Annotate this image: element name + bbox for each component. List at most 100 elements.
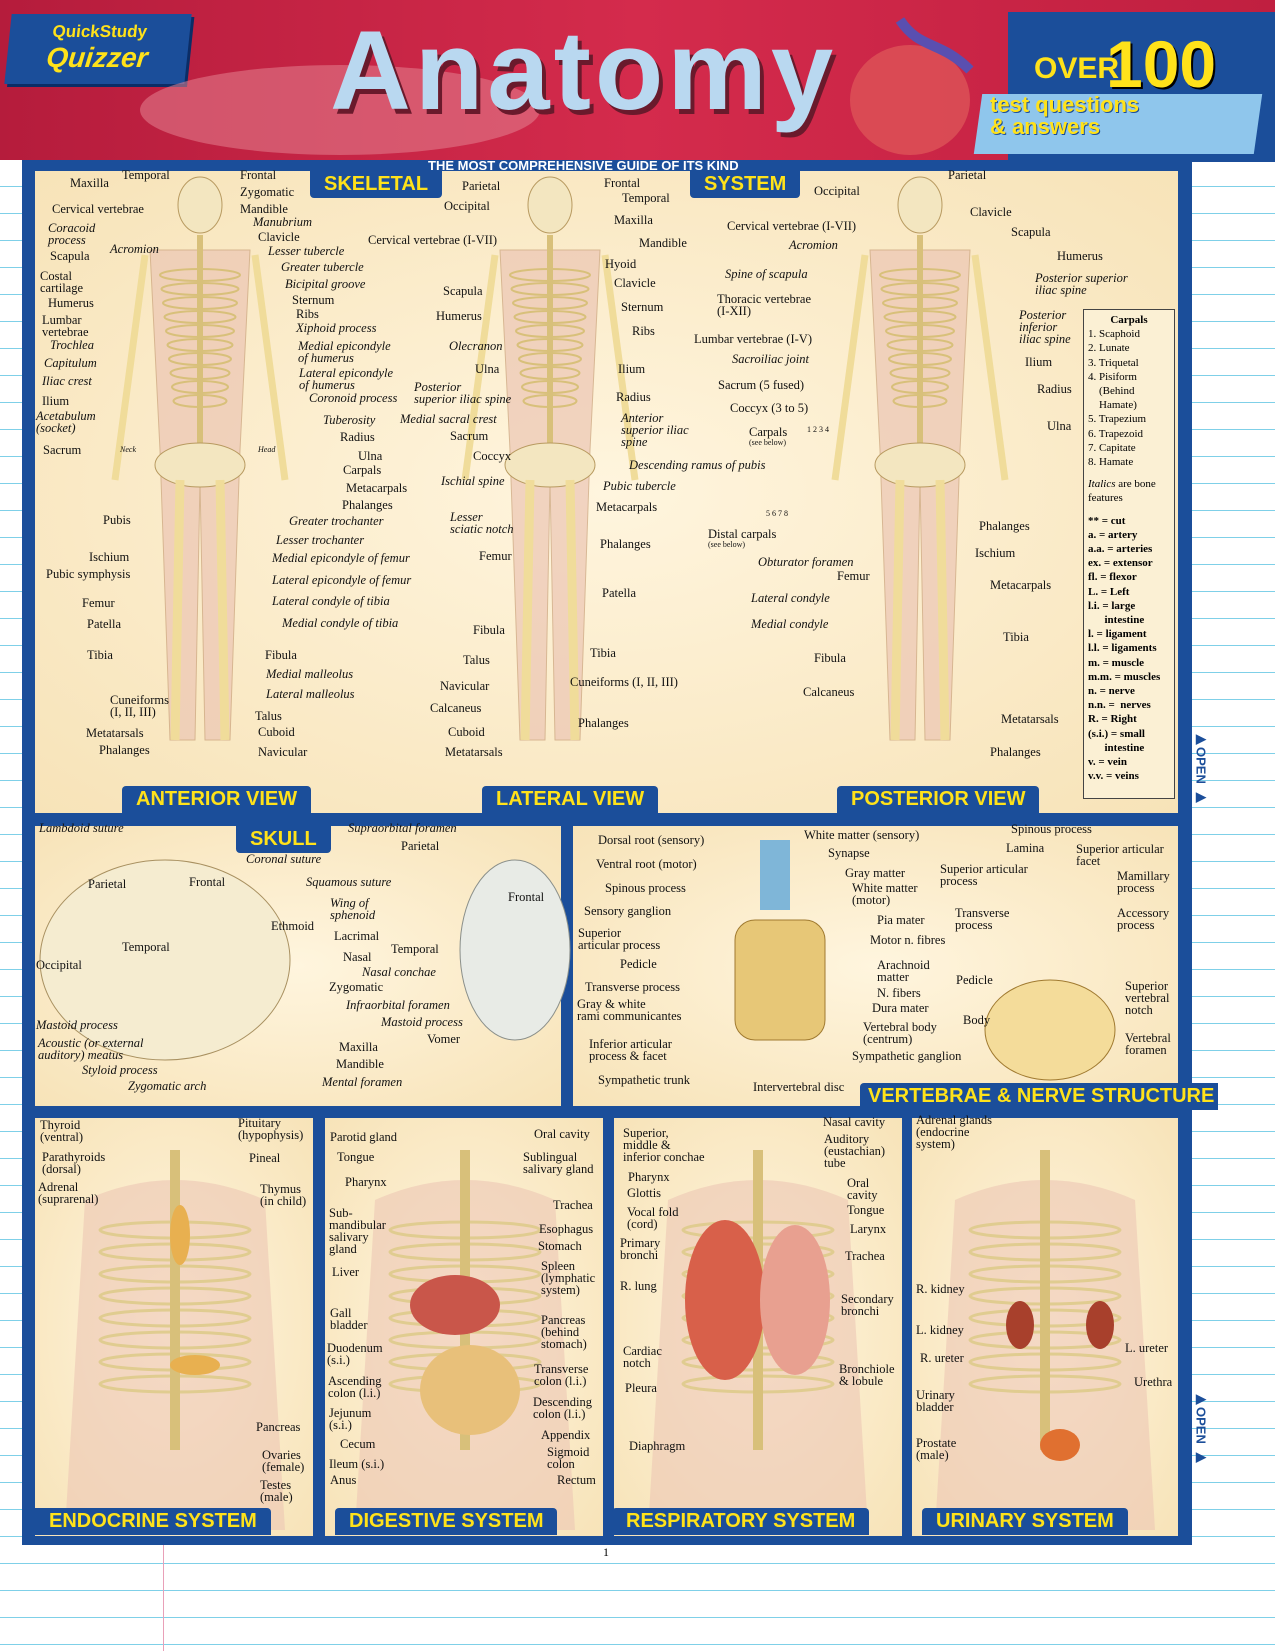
- endocrine-label: Pineal: [249, 1151, 281, 1165]
- posterior-label: Phalanges: [990, 745, 1041, 759]
- respiratory-label: Larynx: [850, 1222, 887, 1236]
- abbreviation-item: m. = muscle: [1088, 656, 1145, 669]
- skull-label: Temporal: [391, 942, 439, 956]
- posterior-label: Scapula: [1011, 225, 1051, 239]
- urinary-label: R. ureter: [920, 1351, 964, 1365]
- vertebrae-label: Dura mater: [872, 1001, 929, 1015]
- badge-over: OVER: [1034, 52, 1120, 85]
- abbreviation-item: n. = nerve: [1088, 685, 1135, 698]
- skull-label: Infraorbital foramen: [346, 998, 450, 1012]
- anterior-label: Medial epicondyle of femur: [272, 551, 410, 565]
- urinary-label: L. kidney: [916, 1323, 964, 1337]
- anterior-skeleton-arm-icon: [251, 254, 289, 481]
- abbreviation-item: v.v. = veins: [1088, 770, 1139, 783]
- anterior-label: Temporal: [122, 168, 170, 182]
- lateral-label: Ischial spine: [441, 474, 505, 488]
- italics-note-text: are bone features: [1088, 478, 1156, 505]
- lateral-label: Phalanges: [600, 537, 651, 551]
- posterior-skeleton-leg-icon: [890, 479, 905, 741]
- abbreviation-item: v. = vein: [1088, 756, 1127, 769]
- left-lung-icon: [760, 1225, 830, 1375]
- posterior-label: Femur: [837, 569, 870, 583]
- skull-label: Lambdoid suture: [39, 821, 124, 835]
- lateral-skeleton-leg-icon: [565, 479, 580, 741]
- anterior-label: Fibula: [265, 648, 297, 662]
- posterior-label: Obturator foramen: [758, 555, 854, 569]
- liver-icon: [410, 1275, 500, 1335]
- skull-label: Mandible: [336, 1057, 384, 1071]
- digestive-label: Cecum: [340, 1437, 376, 1451]
- lateral-skeleton-arm-icon: [601, 254, 639, 481]
- carpal-item: 6. Trapezoid: [1088, 427, 1143, 440]
- lateral-label: Olecranon: [449, 339, 503, 353]
- posterior-label: Spine of scapula: [725, 267, 808, 281]
- lateral-label: Sternum: [621, 300, 664, 314]
- lateral-label: Lesser sciatic notch: [450, 510, 514, 536]
- anterior-label: Lesser trochanter: [276, 533, 365, 547]
- badge-number: 100: [1106, 27, 1217, 101]
- urinary-label: R. kidney: [916, 1282, 965, 1296]
- respiratory-label: Primary bronchi: [620, 1236, 661, 1262]
- posterior-label: Ulna: [1047, 419, 1072, 433]
- anterior-skeleton-arm-icon: [111, 254, 149, 481]
- carpals-title: Carpals: [1110, 314, 1148, 326]
- lateral-label: Femur: [479, 549, 512, 563]
- italics-word: Italics: [1088, 478, 1116, 491]
- digestive-label: Jejunum (s.i.): [329, 1406, 372, 1432]
- posterior-label: Posterior inferior iliac spine: [1019, 308, 1071, 346]
- posterior-label: Tibia: [1003, 630, 1029, 644]
- posterior-label: Distal carpals: [708, 527, 777, 541]
- lateral-label: Coccyx: [473, 449, 512, 463]
- lateral-label: Clavicle: [614, 276, 656, 290]
- digestive-label: Sub- mandibular salivary gland: [329, 1206, 386, 1256]
- digestive-label: Appendix: [541, 1428, 591, 1442]
- anterior-label: Neck: [120, 445, 136, 454]
- heart-illustration-icon: [850, 17, 974, 155]
- anterior-label: Sternum: [292, 293, 335, 307]
- lateral-label: Occipital: [444, 199, 490, 213]
- anterior-label: Mandible: [240, 202, 288, 216]
- posterior-label: Occipital: [814, 184, 860, 198]
- posterior-label: Phalanges: [979, 519, 1030, 533]
- anterior-label: Tibia: [87, 648, 113, 662]
- anterior-label: Lateral epicondyle of femur: [272, 573, 412, 587]
- lateral-label: Talus: [463, 653, 490, 667]
- respiratory-label: Auditory (eustachian) tube: [824, 1132, 886, 1170]
- respiratory-label: Pharynx: [628, 1170, 670, 1184]
- endocrine-label: Thyroid (ventral): [40, 1118, 84, 1144]
- left-kidney-icon: [1086, 1301, 1114, 1349]
- anterior-label: Maxilla: [70, 176, 109, 190]
- skull-frontal-icon: [459, 859, 571, 1041]
- lateral-label: Phalanges: [578, 716, 629, 730]
- skull-label: Frontal: [508, 890, 545, 904]
- skull-label: Zygomatic: [329, 980, 384, 994]
- anterior-label: Cervical vertebrae: [52, 202, 144, 216]
- lateral-label: Cuboid: [448, 725, 485, 739]
- respiratory-label: Trachea: [845, 1249, 885, 1263]
- skull-label: Maxilla: [339, 1040, 378, 1054]
- skull-label: Mastoid process: [36, 1018, 118, 1032]
- abbreviation-item: ex. = extensor: [1088, 557, 1153, 570]
- lateral-label: Ilium: [618, 362, 646, 376]
- skull-label: Nasal: [343, 950, 372, 964]
- urinary-label: L. ureter: [1125, 1341, 1169, 1355]
- anterior-label: Medial epicondyle of humerus: [298, 339, 391, 365]
- anterior-label: Head: [258, 445, 276, 454]
- lateral-label: Medial sacral crest: [400, 412, 497, 426]
- heading-skeletal: SKELETAL: [310, 171, 443, 198]
- lateral-label: Navicular: [440, 679, 490, 693]
- intestines-icon: [420, 1345, 520, 1435]
- anterior-label: Coronoid process: [309, 391, 398, 405]
- posterior-label: Carpals: [749, 425, 788, 439]
- question-badge: OVER 100 test questions & answers: [973, 12, 1275, 162]
- carpal-item: 1. Scaphoid: [1088, 328, 1140, 341]
- vertebrae-label: Vertebral body (centrum): [863, 1020, 937, 1046]
- skull-label: Lacrimal: [334, 929, 380, 943]
- open-tab-top[interactable]: ▶OPEN▶: [1193, 731, 1209, 804]
- digestive-label: Trachea: [553, 1198, 593, 1212]
- anterior-label: Sacrum: [43, 443, 82, 457]
- urinary-label: Prostate (male): [916, 1436, 957, 1462]
- posterior-label: (see below): [749, 438, 787, 447]
- heading-digestive: DIGESTIVE SYSTEM: [335, 1508, 558, 1535]
- open-tab-bottom[interactable]: ▶OPEN▶: [1193, 1391, 1209, 1464]
